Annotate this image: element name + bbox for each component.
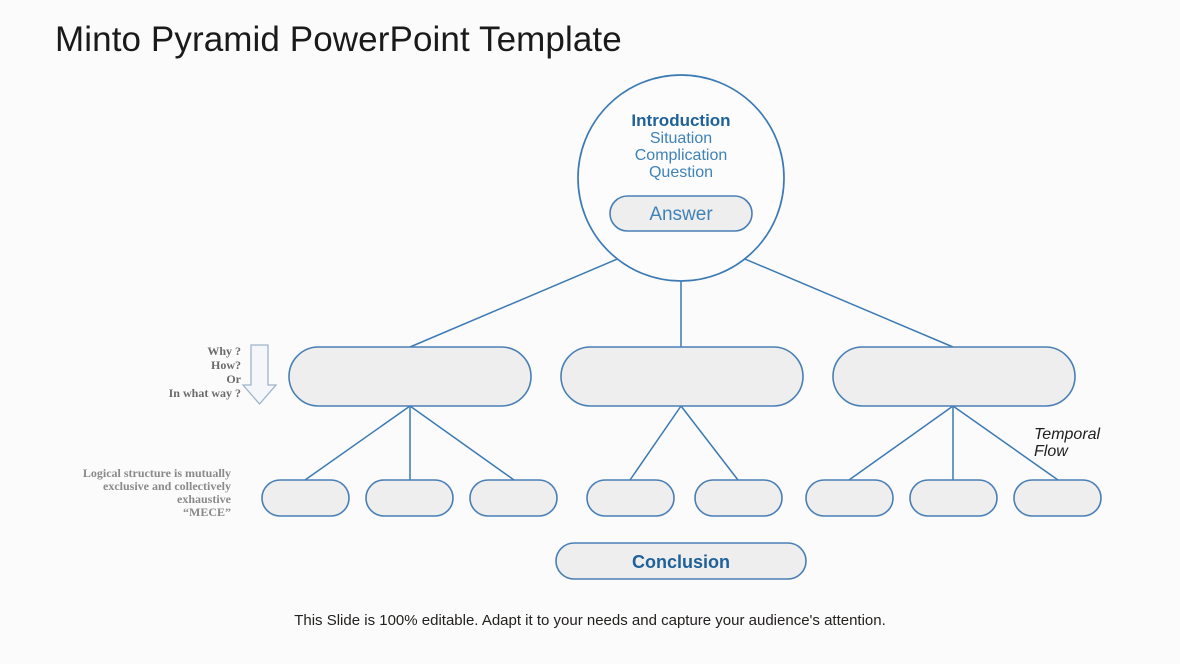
temporal-flow-line-1: Temporal (1034, 426, 1101, 443)
level3-node-8[interactable] (1013, 479, 1102, 517)
level2-node-2[interactable] (560, 346, 804, 407)
temporal-flow-line-2: Flow (1034, 443, 1069, 460)
left-question-line-3: Or (226, 372, 241, 386)
connector-box3-to-pill8 (952, 405, 1059, 481)
connector-box3-to-pill6 (848, 405, 954, 481)
level2-node-3[interactable] (832, 346, 1076, 407)
mece-line-4: “MECE” (183, 505, 231, 519)
level3-node-5[interactable] (694, 479, 783, 517)
introduction-line-situation: Situation (650, 130, 712, 147)
level3-node-7[interactable] (909, 479, 998, 517)
introduction-heading: Introduction (631, 111, 730, 130)
left-question-line-4: In what way ? (169, 386, 241, 400)
connector-group-right (848, 405, 1059, 481)
level3-node-3[interactable] (469, 479, 558, 517)
level3-node-4[interactable] (586, 479, 675, 517)
level3-node-2[interactable] (365, 479, 454, 517)
down-arrow-icon (241, 344, 278, 405)
answer-node[interactable] (609, 195, 753, 232)
left-question-line-1: Why ? (207, 344, 241, 358)
connector-group-middle (629, 405, 739, 481)
level3-node-1[interactable] (261, 479, 350, 517)
footer-note: This Slide is 100% editable. Adapt it to… (294, 612, 886, 629)
connector-group-left (304, 405, 515, 481)
left-question-annotation: Why ? How? Or In what way ? (169, 344, 242, 400)
mece-line-1: Logical structure is mutually (83, 466, 231, 480)
introduction-line-question: Question (649, 164, 713, 181)
level2-node-1[interactable] (288, 346, 532, 407)
connector-box1-to-pill1 (304, 405, 411, 481)
connector-box1-to-pill3 (409, 405, 515, 481)
mece-line-3: exhaustive (177, 492, 232, 506)
conclusion-node[interactable] (555, 542, 807, 580)
connector-box2-to-pill5 (680, 405, 739, 481)
mece-annotation: Logical structure is mutually exclusive … (83, 466, 232, 519)
temporal-flow-annotation: Temporal Flow (1034, 426, 1101, 460)
level3-node-6[interactable] (805, 479, 894, 517)
introduction-line-complication: Complication (635, 147, 727, 164)
conclusion-label: Conclusion (632, 552, 730, 572)
left-question-line-2: How? (211, 358, 241, 372)
mece-line-2: exclusive and collectively (103, 479, 231, 493)
connector-box2-to-pill4 (629, 405, 682, 481)
page-title: Minto Pyramid PowerPoint Template (55, 20, 622, 59)
answer-label: Answer (649, 204, 713, 225)
